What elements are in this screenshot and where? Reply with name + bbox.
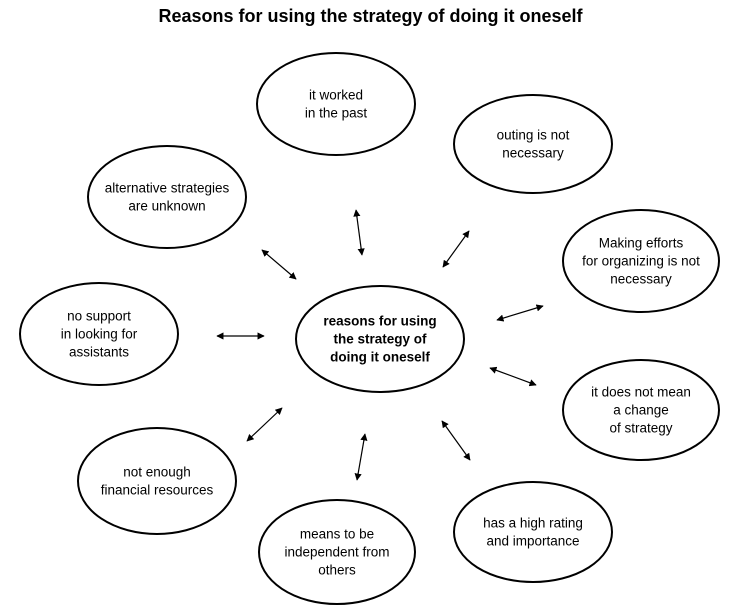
connector-arrow xyxy=(441,420,471,461)
reason-node-change-ellipse xyxy=(562,359,720,461)
reason-node-alternatives-text: alternative strategies xyxy=(105,181,230,196)
reason-node-independent: means to be independent from others xyxy=(258,499,416,605)
connector-arrow xyxy=(489,366,537,387)
reason-node-worked-past-ellipse xyxy=(256,52,416,156)
connector-arrow xyxy=(442,230,470,268)
reason-node-alternatives: alternative strategies are unknown xyxy=(87,145,247,249)
reason-node-outing-text: outing is not xyxy=(497,128,570,143)
reason-node-outing-ellipse xyxy=(453,94,613,194)
reason-node-alternatives-ellipse xyxy=(87,145,247,249)
reason-node-outing: outing is not necessary xyxy=(453,94,613,194)
connector-arrow xyxy=(353,209,365,256)
reason-node-support-text: in looking for xyxy=(61,327,138,342)
reason-node-financial-text: financial resources xyxy=(101,483,214,498)
reason-node-efforts: Making efforts for organizing is not neces… xyxy=(562,209,720,313)
reason-node-efforts-ellipse xyxy=(562,209,720,313)
connector-arrow xyxy=(354,433,368,481)
reason-node-financial-ellipse xyxy=(77,427,237,535)
nodes: it worked in the past outing is not necessa… xyxy=(19,52,720,605)
reason-node-change-text: of strategy xyxy=(609,421,672,436)
center-node-text: doing it oneself xyxy=(330,350,430,365)
reason-node-independent-text: means to be xyxy=(300,527,374,542)
reason-node-rating-ellipse xyxy=(453,481,613,583)
center-node-text: reasons for using xyxy=(323,314,436,329)
reason-node-change: it does not mean a change of strategy xyxy=(562,359,720,461)
reason-node-support: no support in looking for assistants xyxy=(19,282,179,386)
reason-node-worked-past: it worked in the past xyxy=(256,52,416,156)
connector-arrow xyxy=(261,249,297,280)
connector-arrow xyxy=(246,407,283,442)
reason-node-rating-text: and importance xyxy=(486,534,579,549)
center-node-ellipse xyxy=(295,285,465,393)
reason-node-outing-text: necessary xyxy=(502,146,564,161)
reason-node-support-ellipse xyxy=(19,282,179,386)
reason-node-alternatives-text: are unknown xyxy=(128,199,205,214)
reason-node-financial: not enough financial resources xyxy=(77,427,237,535)
reason-node-support-text: no support xyxy=(67,309,131,324)
center-node-text: the strategy of xyxy=(333,332,427,347)
reason-node-efforts-text: Making efforts xyxy=(599,236,684,251)
reason-node-financial-text: not enough xyxy=(123,465,191,480)
reason-node-worked-past-text: it worked xyxy=(309,88,363,103)
reason-node-efforts-text: for organizing is not xyxy=(582,254,700,269)
reason-node-efforts-text: necessary xyxy=(610,272,672,287)
reason-node-support-text: assistants xyxy=(69,345,129,360)
reason-node-rating: has a high rating and importance xyxy=(453,481,613,583)
reason-node-independent-ellipse xyxy=(258,499,416,605)
reason-node-rating-text: has a high rating xyxy=(483,516,583,531)
reason-node-independent-text: others xyxy=(318,563,356,578)
center-node: reasons for using the strategy of doing it… xyxy=(295,285,465,393)
reason-node-independent-text: independent from xyxy=(284,545,389,560)
reason-node-change-text: it does not mean xyxy=(591,385,691,400)
reason-node-worked-past-text: in the past xyxy=(305,106,368,121)
connector-arrow xyxy=(496,304,544,322)
reason-node-change-text: a change xyxy=(613,403,669,418)
diagram-title: Reasons for using the strategy of doing … xyxy=(158,6,583,26)
connector-arrows xyxy=(216,209,544,481)
